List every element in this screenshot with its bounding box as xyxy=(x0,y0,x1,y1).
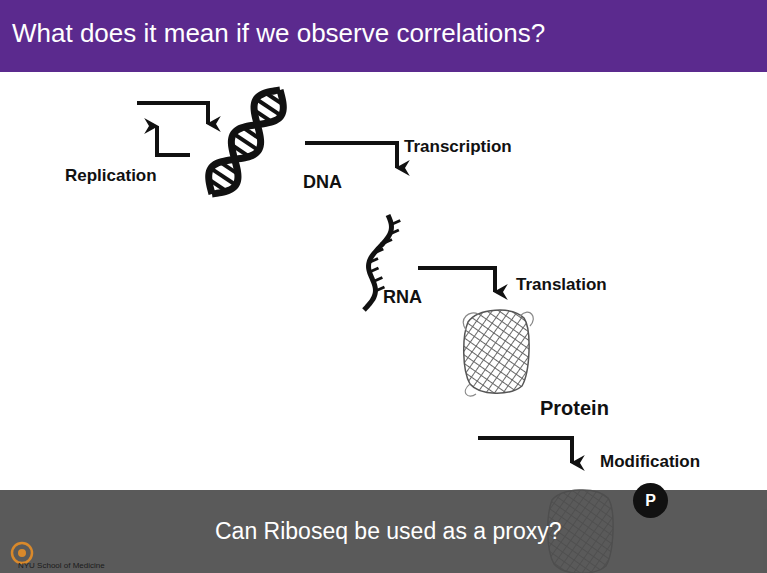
helix-strand xyxy=(209,90,280,194)
process-label: RNA xyxy=(383,287,422,308)
rna-base xyxy=(390,230,399,234)
process-arrows xyxy=(305,143,572,463)
nyu-logo xyxy=(12,543,32,563)
process-label: Translation xyxy=(516,275,607,295)
title-bar xyxy=(0,0,767,72)
process-label: Modification xyxy=(600,452,700,472)
caption: Can Riboseq be used as a proxy? xyxy=(215,518,562,544)
protein-barrel xyxy=(463,310,533,396)
logo-text: NYU School of Medicine xyxy=(18,561,105,570)
rna-base xyxy=(369,259,378,263)
replication-arrows xyxy=(137,103,208,155)
dna-helix xyxy=(209,90,284,194)
rna-base xyxy=(374,249,383,253)
rna-base xyxy=(383,240,392,244)
slide-title: What does it mean if we observe correlat… xyxy=(12,19,545,49)
process-label: Replication xyxy=(65,166,157,186)
helix-strand xyxy=(212,90,283,194)
phospho-circle: P xyxy=(633,483,668,518)
process-label: DNA xyxy=(303,172,342,193)
caption-band xyxy=(0,490,767,573)
rna-base xyxy=(369,268,378,272)
process-label: Transcription xyxy=(404,137,512,157)
process-label: Protein xyxy=(540,397,609,420)
node-text: P xyxy=(645,492,656,510)
rna-base xyxy=(391,221,400,225)
rna-base xyxy=(373,278,382,282)
